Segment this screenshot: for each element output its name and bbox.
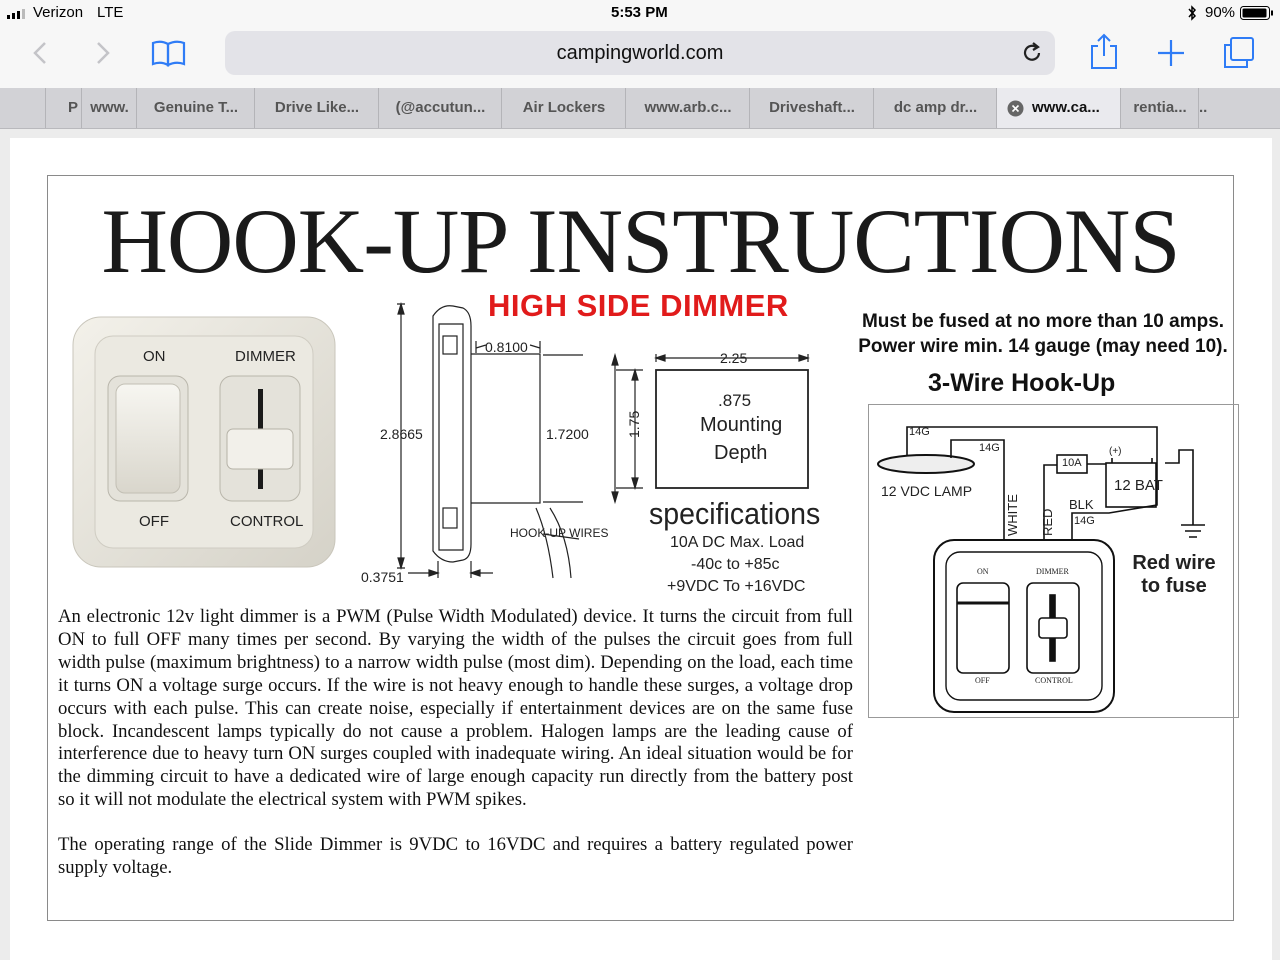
wiring-title: 3-Wire Hook-Up [928,369,1116,397]
close-tab-icon[interactable] [1007,100,1024,117]
page-title: HOOK-UP INSTRUCTIONS [101,190,1180,292]
reload-icon[interactable] [1020,41,1044,65]
instruction-sheet: HOOK-UP INSTRUCTIONS HIGH SIDE DIMMER ON… [47,175,1239,921]
tab-label: Air Lockers [522,99,606,116]
spec-load: 10A DC Max. Load [670,534,805,551]
tab-label: .. [1199,99,1208,116]
tab-label: dc amp dr... [893,99,978,116]
tab-item[interactable]: Air Lockers [501,88,626,128]
cutout-width: 2.25 [720,350,748,366]
fuse-label: 10A [1062,457,1082,469]
tab-label: rentia... [1133,99,1187,116]
tab-item[interactable]: (@accutun... [378,88,502,128]
forward-icon[interactable] [93,40,113,66]
url-text: campingworld.com [556,42,724,64]
tab-strip: P www. Genuine T... Drive Like... (@accu… [0,88,1280,129]
red-wire-note-line: to fuse [1141,575,1207,597]
mini-dimmer-label: DIMMER [1036,567,1069,576]
tab-item[interactable]: P [45,88,81,128]
clock: 5:53 PM [611,4,668,21]
side-profile-drawing [397,301,619,579]
tab-item[interactable]: .. [1198,88,1221,128]
product-title: HIGH SIDE DIMMER [488,288,789,323]
spec-voltage: +9VDC To +16VDC [667,578,806,595]
network-label: LTE [97,4,124,21]
tab-item[interactable]: rentia... [1120,88,1199,128]
battery-icon [1240,6,1273,20]
status-bar: Verizon LTE 5:53 PM 90% [0,0,1280,26]
body-paragraph: The operating range of the Slide Dimmer … [58,834,853,878]
dim-depth: 0.8100 [485,339,528,355]
mini-on-label: ON [977,567,989,576]
tab-label: P [67,99,78,116]
carrier-label: Verizon [33,4,84,21]
switch-on-label: ON [143,348,166,365]
switch-off-label: OFF [139,513,169,530]
white-wire-label: WHITE [1005,494,1020,536]
signal-icon [7,9,25,19]
tab-label: Drive Like... [274,99,360,116]
red-wire-note-line: Red wire [1132,552,1216,574]
tab-label: www. [90,99,129,116]
battery-plus-label: (+) [1109,446,1122,457]
tab-item[interactable]: www. [81,88,137,128]
mini-off-label: OFF [975,676,990,685]
tab-item[interactable]: Drive Like... [254,88,379,128]
mount-depth-value: .875 [718,391,752,410]
tab-item[interactable]: www.arb.c... [625,88,750,128]
lamp-label: 12 VDC LAMP [881,483,973,499]
bookmarks-icon[interactable] [151,39,187,67]
tab-label: Genuine T... [153,99,239,116]
mounting-cutout-drawing [616,354,810,491]
address-bar[interactable]: campingworld.com [225,31,1055,75]
tab-item[interactable]: Driveshaft... [749,88,874,128]
body-paragraph: An electronic 12v light dimmer is a PWM … [58,606,853,811]
browser-toolbar: campingworld.com [0,26,1280,88]
fuse-note-line: Power wire min. 14 gauge (may need 10). [858,336,1228,357]
dim-flange: 0.3751 [361,569,404,585]
wire-gauge-label: 14G [909,426,930,438]
tab-item[interactable]: Genuine T... [136,88,255,128]
switch-control-label: CONTROL [230,513,304,530]
mount-depth-label: Depth [714,442,768,464]
tab-item[interactable]: dc amp dr... [873,88,997,128]
tab-label: (@accutun... [395,99,486,116]
dim-body-height: 1.7200 [546,426,589,442]
bluetooth-icon [1188,5,1197,21]
share-icon[interactable] [1089,32,1119,70]
red-wire-note: Red wire to fuse [1124,552,1224,598]
wire-gauge-label: 14G [1074,515,1095,527]
mount-depth-label: Mounting [700,414,783,436]
dimmer-switch-photo [72,316,336,568]
battery-percent: 90% [1205,4,1236,21]
specs-heading: specifications [649,496,821,531]
cutout-height: 1.75 [626,410,642,438]
battery-label: 12 BAT [1114,477,1163,494]
spec-temp: -40c to +85c [691,556,780,573]
dim-height: 2.8665 [380,426,423,442]
tabs-overview-icon[interactable] [1222,36,1256,70]
tab-label: www.arb.c... [644,99,732,116]
wire-gauge-label: 14G [979,442,1000,454]
red-wire-label: RED [1040,508,1055,536]
fuse-note-line: Must be fused at no more than 10 amps. [861,311,1225,332]
wiring-diagram: 14G 14G 12 VDC LAMP 10A (+) 12 BAT BLK 1… [868,404,1239,718]
switch-dimmer-label: DIMMER [235,348,296,365]
blk-wire-label: BLK [1069,497,1094,512]
fuse-note: Must be fused at no more than 10 amps. P… [853,309,1233,359]
tab-item-active[interactable]: www.ca... [996,88,1121,128]
back-icon[interactable] [30,40,50,66]
mini-control-label: CONTROL [1035,676,1073,685]
wiring-schematic [877,426,1205,713]
hookup-wires-label: HOOK-UP WIRES [510,526,609,540]
tab-label: Driveshaft... [769,99,855,116]
new-tab-icon[interactable] [1156,38,1186,68]
tab-label: www.ca... [1032,99,1100,116]
